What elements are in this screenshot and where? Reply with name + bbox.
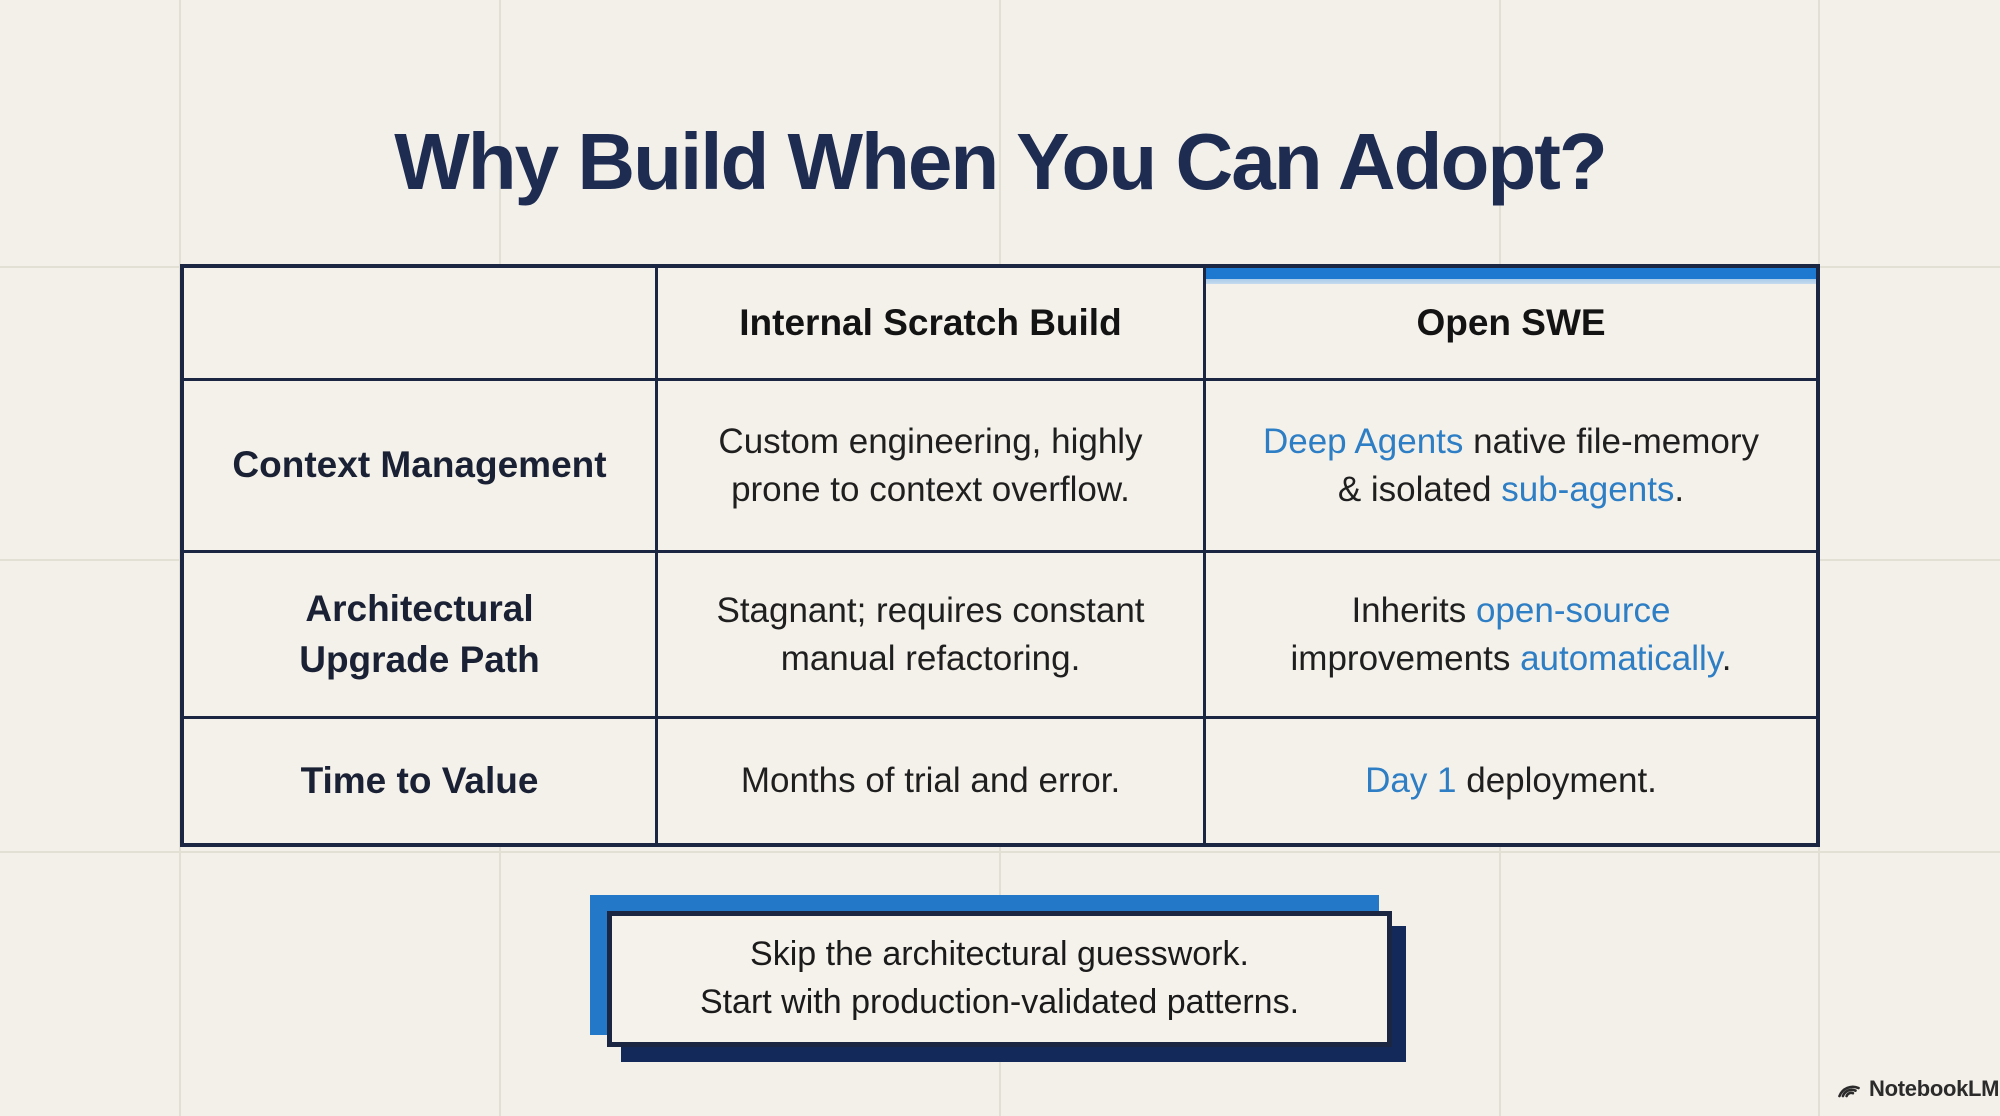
row-label-context-management: Context Management <box>184 378 655 550</box>
column-header-label: Internal Scratch Build <box>739 301 1122 343</box>
header-cell-internal-scratch-build: Internal Scratch Build <box>655 268 1203 378</box>
column-header-label: Open SWE <box>1416 301 1606 343</box>
row-label-time-to-value: Time to Value <box>184 716 655 843</box>
cell-context-open-swe: Deep Agents native file-memory& isolated… <box>1203 378 1816 550</box>
notebooklm-logo-text: NotebookLM <box>1869 1076 2000 1101</box>
notebooklm-branding: NotebookLM <box>1836 1076 2000 1102</box>
header-cell-open-swe: Open SWE <box>1203 268 1816 378</box>
notebooklm-wave-icon <box>1838 1085 1860 1098</box>
grid-line <box>0 851 2000 853</box>
header-cell-empty <box>184 268 655 378</box>
highlight-sub-agents: sub-agents <box>1501 469 1675 509</box>
cell-time-open-swe: Day 1 deployment. <box>1203 716 1816 843</box>
callout: Skip the architectural guesswork.Start w… <box>590 895 1410 1065</box>
cell-time-internal: Months of trial and error. <box>655 716 1203 843</box>
comparison-table: Internal Scratch Build Open SWE Context … <box>180 264 1820 847</box>
highlight-open-source: open-source <box>1475 590 1671 630</box>
open-swe-accent-bar <box>1206 268 1816 284</box>
highlight-day-1: Day 1 <box>1365 761 1457 801</box>
callout-box: Skip the architectural guesswork.Start w… <box>607 911 1392 1047</box>
highlight-automatically: automatically <box>1520 638 1722 678</box>
page-title: Why Build When You Can Adopt? <box>394 117 1607 206</box>
highlight-deep-agents: Deep Agents <box>1262 421 1464 461</box>
